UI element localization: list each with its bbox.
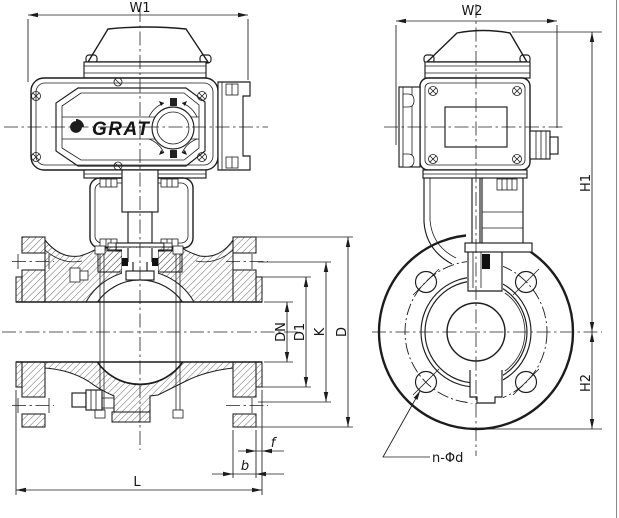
- dim-label-dn: DN: [274, 322, 289, 342]
- bolt-hole-callout: n-Φd: [382, 390, 463, 466]
- bolt-holes-label: n-Φd: [432, 451, 463, 466]
- dim-label-k: K: [313, 327, 328, 336]
- dim-label-d: D: [335, 327, 350, 337]
- drain-bolt: [71, 389, 114, 411]
- actuator-cap-front: [83, 26, 212, 79]
- stem-key: [482, 254, 490, 269]
- brand-logo-text: GRAT: [92, 119, 150, 140]
- actuator-body-front: GRAT: [30, 77, 251, 179]
- dim-label-b: b: [241, 459, 249, 474]
- dim-label-f: f: [271, 436, 278, 451]
- dim-w2: W2: [395, 4, 558, 145]
- dim-label-l: L: [133, 475, 141, 490]
- dim-f: f: [238, 436, 284, 454]
- dim-b: b: [212, 430, 284, 478]
- actuator-body-side: [398, 77, 559, 179]
- flange-bolt-holes: [412, 268, 540, 396]
- dim-d: D: [252, 236, 353, 428]
- cover-screw-icons-side: [428, 86, 522, 164]
- mounting-yoke-front: [89, 169, 194, 252]
- dim-label-h2: H2: [579, 374, 594, 392]
- position-indicator-dial: [148, 98, 198, 158]
- dim-l: L: [15, 390, 263, 495]
- dim-w1: W1: [27, 1, 249, 82]
- cable-gland: [529, 130, 559, 160]
- dim-dn: DN: [264, 301, 293, 363]
- valve-body-front: [12, 236, 268, 428]
- dim-h1: H1: [512, 31, 602, 332]
- dim-label-d1: D1: [293, 323, 308, 341]
- front-view: GRAT: [12, 26, 268, 428]
- flange-bolt-lines: [12, 254, 268, 413]
- ball-and-seats: [94, 245, 184, 419]
- centerlines: [2, 4, 602, 456]
- mounting-yoke-side: [423, 178, 533, 292]
- dim-label-w1: W1: [129, 1, 150, 16]
- dim-d1: D1: [258, 276, 311, 388]
- cover-screw-icons: [31, 77, 207, 171]
- dim-label-h1: H1: [579, 174, 594, 192]
- dim-h2: H2: [476, 332, 602, 430]
- dim-label-w2: W2: [461, 4, 482, 19]
- dim-k: K: [258, 261, 331, 403]
- actuator-cap-side: [423, 29, 531, 79]
- dimensions: W1 W2 H1 H2: [15, 1, 602, 495]
- terminal-block-front: [217, 81, 251, 171]
